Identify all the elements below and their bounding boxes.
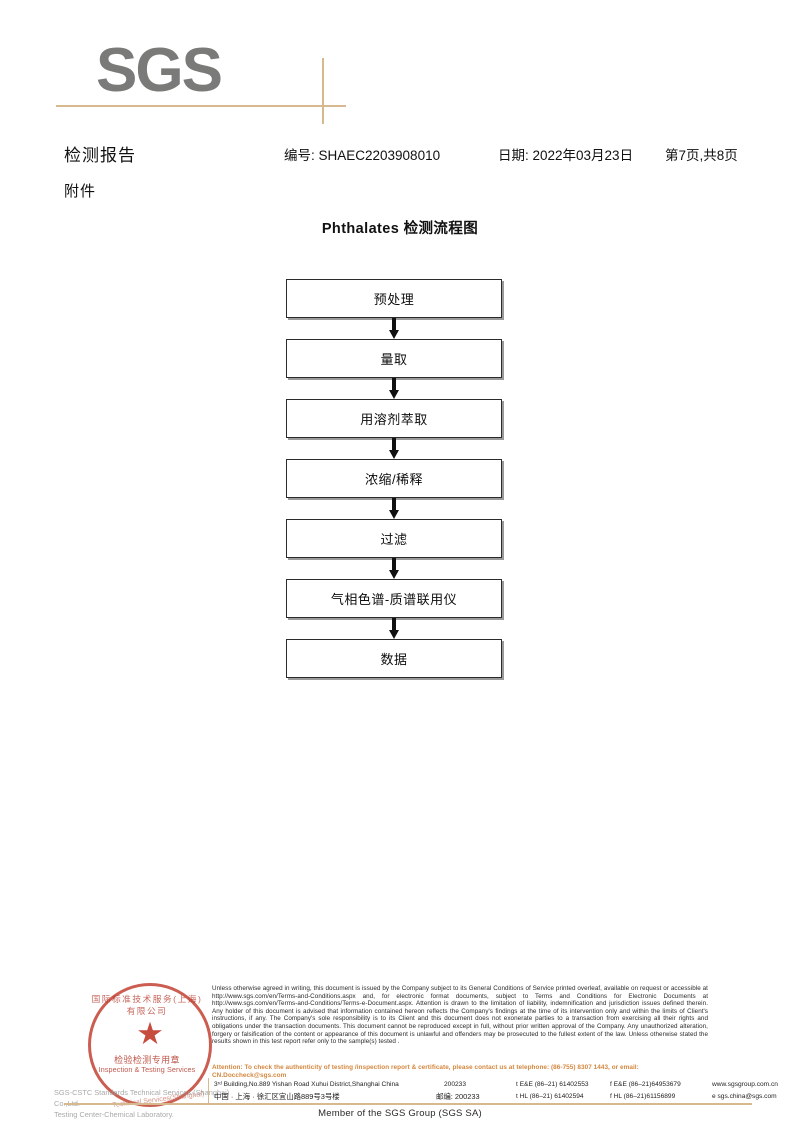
zip-english: 200233 (444, 1081, 467, 1088)
star-icon: ★ (136, 1016, 164, 1051)
flow-arrow-down-icon (286, 618, 502, 639)
contact-row: 3ʳᵈ Building,No.889 Yishan Road Xuhui Di… (214, 1079, 778, 1091)
report-number: 编号: SHAEC2203908010 (284, 148, 441, 163)
website-link[interactable]: www.sgsgroup.com.cn (712, 1081, 778, 1088)
flow-arrow-down-icon (286, 558, 502, 579)
telephone-ee: t E&E (86–21) 61402553 (516, 1081, 589, 1088)
email-link[interactable]: e sgs.china@sgs.com (712, 1093, 777, 1100)
footer-divider (64, 1103, 752, 1105)
contact-separator (208, 1078, 210, 1104)
sgs-wordmark: SGS (96, 36, 223, 105)
seal-ring (88, 983, 212, 1107)
flow-node: 用溶剂萃取 (286, 399, 502, 438)
telephone-hl: t HL (86–21) 61402594 (516, 1093, 584, 1100)
address-chinese: 中国 · 上海 · 徐汇区宜山路889号3号楼 (214, 1092, 340, 1101)
contact-information: 3ʳᵈ Building,No.889 Yishan Road Xuhui Di… (214, 1079, 778, 1103)
contact-row: 中国 · 上海 · 徐汇区宜山路889号3号楼 邮编: 200233 t HL … (214, 1091, 777, 1103)
document-header: 检测报告 编号: SHAEC2203908010 日期: 2022年03月23日… (64, 141, 764, 165)
flow-node: 气相色谱-质谱联用仪 (286, 579, 502, 618)
flowchart-title: Phthalates 检测流程图 (321, 221, 479, 237)
flow-arrow-down-icon (286, 498, 502, 519)
flow-node: 过滤 (286, 519, 502, 558)
flow-node: 浓缩/稀释 (286, 459, 502, 498)
logo-horizontal-rule (56, 105, 346, 107)
flow-node: 预处理 (286, 279, 502, 318)
page-title: 检测报告 (64, 146, 136, 165)
seal-watermark-line2: Testing Center-Chemical Laboratory. (54, 1110, 174, 1119)
document-footer: 国际标准技术服务(上海)有限公司 ★ 检验检测专用章 Inspection & … (0, 975, 800, 1131)
report-date: 日期: 2022年03月23日 (498, 148, 634, 163)
fax-hl: f HL (86–21)61156899 (610, 1093, 676, 1100)
page-number: 第7页,共8页 (665, 148, 738, 163)
flow-arrow-down-icon (286, 318, 502, 339)
zip-chinese: 邮编: 200233 (436, 1092, 480, 1101)
attachment-label: 附件 (64, 183, 97, 200)
member-statement: Member of the SGS Group (SGS SA) (318, 1108, 482, 1119)
flow-arrow-down-icon (286, 378, 502, 399)
address-english: 3ʳᵈ Building,No.889 Yishan Road Xuhui Di… (214, 1081, 399, 1088)
seal-english-text: Inspection & Testing Services (98, 1065, 196, 1074)
attention-notice: Attention: To check the authenticity of … (212, 1064, 639, 1079)
flow-node: 数据 (286, 639, 502, 678)
flow-node: 量取 (286, 339, 502, 378)
seal-arc-text: 国际标准技术服务(上海)有限公司 (91, 994, 203, 1016)
logo-vertical-tick (322, 58, 324, 124)
seal-chinese-text: 检验检测专用章 (114, 1055, 180, 1065)
flow-arrow-down-icon (286, 438, 502, 459)
company-seal: 国际标准技术服务(上海)有限公司 ★ 检验检测专用章 Inspection & … (54, 983, 229, 1119)
flowchart: 预处理 量取 用溶剂萃取 浓缩/稀释 过滤 气相色谱-质谱联用仪 数据 (286, 279, 502, 678)
legal-terms-text: Unless otherwise agreed in writing, this… (212, 985, 708, 1046)
sgs-logo: SGS (56, 36, 346, 124)
fax-ee: f E&E (86–21)64953679 (610, 1081, 681, 1088)
